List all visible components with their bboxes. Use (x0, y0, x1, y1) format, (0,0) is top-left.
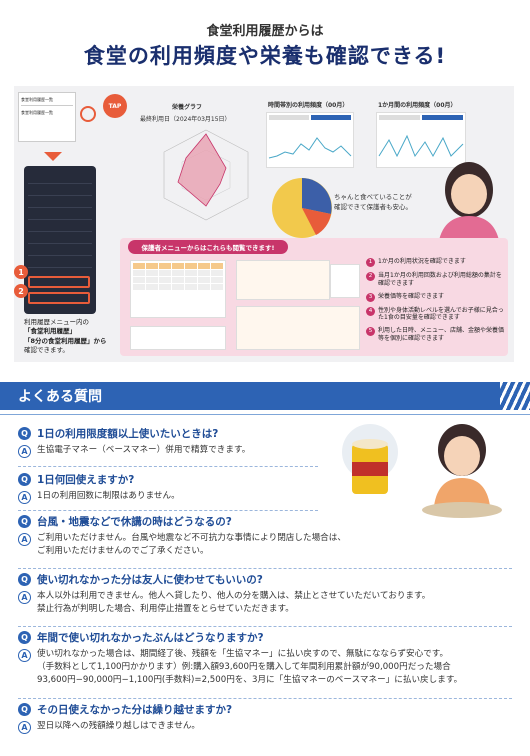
step-number-1: 1 (14, 265, 28, 279)
question-icon: Q (18, 427, 31, 440)
faq-question: 台風・地震などで休講の時はどうなるの? (37, 516, 232, 528)
highlight-item-2 (28, 292, 90, 304)
faq-answer: 使い切れなかった場合は、期間経了後、残額を「生協マネー」に払い戻すので、無駄にな… (37, 649, 463, 685)
tap-badge: TAP (103, 94, 127, 118)
hero-subtitle: 食堂利用履歴からは (206, 24, 324, 39)
monthly-chart-title: 1か月間の利用頻度（00月） (378, 102, 457, 109)
phone-caption: 利用履歴メニュー内の 「食堂利用履歴」 「8分の食堂利用履歴」から 確認できます… (24, 318, 107, 355)
faq-item: Q 台風・地震などで休講の時はどうなるの? A ご利用いただけません。台風や地震など… (18, 514, 512, 558)
hourly-chart-title: 時間帯別の利用頻度（00月） (268, 102, 349, 109)
down-arrow-icon (44, 152, 62, 161)
food-illustration (342, 424, 502, 518)
faq-item: Q 1日何回使えますか? A 1日の利用回数に制限はありません。 (18, 472, 512, 504)
faq-title: よくある質問 (18, 389, 102, 405)
faq-item: Q その日使えなかった分は繰り越せますか? A 翌日以降への残額繰り越しはできません… (18, 702, 512, 734)
faq-answer: ご利用いただけません。台風や地震など不可抗力な事情により閉店した場合は、ご利用い… (37, 533, 346, 556)
nutrition-radar-chart (163, 129, 249, 221)
phone-card-line: 食堂利用履歴一覧 (21, 110, 53, 115)
faq-question: その日使えなかった分は繰り越せますか? (37, 704, 233, 716)
faq-answer: 1日の利用回数に制限はありません。 (37, 491, 180, 501)
faq-answer: 本人以外は利用できません。他人へ貸したり、他人の分を購入は、禁止とさせていただい… (37, 591, 431, 614)
step-number-2: 2 (14, 284, 28, 298)
hero-headline: 食堂の利用頻度や栄養も確認できる! (83, 44, 447, 68)
answer-icon: A (18, 445, 31, 458)
faq-question: 1日何回使えますか? (37, 474, 135, 486)
question-icon: Q (18, 473, 31, 486)
faq-item: Q 年間で使い切れなかったぶんはどうなりますか? A 使い切れなかった場合は、期間経… (18, 630, 512, 687)
faq-question: 年間で使い切れなかったぶんはどうなりますか? (37, 632, 264, 644)
faq-answer: 翌日以降への残額繰り越しはできません。 (37, 721, 201, 731)
faq-item: Q 1日の利用限度額以上使いたいときは? A 生協電子マネー（ベースマネー）併用で精… (18, 426, 512, 458)
faq-answer: 生協電子マネー（ベースマネー）併用で精算できます。 (37, 445, 251, 455)
phone-card-line: 食堂利用履歴一覧 (21, 95, 73, 106)
answer-icon: A (18, 533, 31, 546)
faq-item: Q 使い切れなかった分は友人に使わせてもいいの? A 本人以外は利用できません。他人… (18, 572, 512, 616)
category-pie-chart (272, 178, 332, 238)
answer-icon: A (18, 649, 31, 662)
faq-question: 1日の利用限度額以上使いたいときは? (37, 428, 219, 440)
activity-select-screen (330, 264, 360, 298)
stripe-decoration (500, 382, 530, 410)
answer-icon: A (18, 491, 31, 504)
hourly-usage-chart (266, 112, 354, 168)
parent-illustration (438, 162, 500, 246)
phone-screen (24, 166, 96, 314)
question-icon: Q (18, 703, 31, 716)
nutrition-graph-title: 栄養グラフ (172, 104, 203, 111)
answer-icon: A (18, 591, 31, 604)
parent-message: ちゃんと食べていることが 確認できて保護者も安心。 (334, 193, 412, 211)
tap-ring-icon (80, 106, 96, 122)
nutrition-table-screen (236, 260, 330, 300)
answer-icon: A (18, 721, 31, 734)
question-icon: Q (18, 573, 31, 586)
history-detail-screen (236, 306, 360, 350)
guardian-menu-header: 保護者メニューからはこれらも閲覧できます! (128, 240, 288, 254)
calendar-screen (130, 260, 226, 318)
monthly-usage-chart (376, 112, 466, 168)
faq-title-bar (0, 382, 530, 410)
highlight-item-1 (28, 276, 90, 288)
question-icon: Q (18, 631, 31, 644)
summary-screen (130, 326, 226, 350)
phone-menu-card: 食堂利用履歴一覧 食堂利用履歴一覧 (18, 92, 76, 142)
faq-question: 使い切れなかった分は友人に使わせてもいいの? (37, 574, 263, 586)
question-icon: Q (18, 515, 31, 528)
last-used-date: 最終利用日（2024年03月15日） (140, 116, 231, 123)
